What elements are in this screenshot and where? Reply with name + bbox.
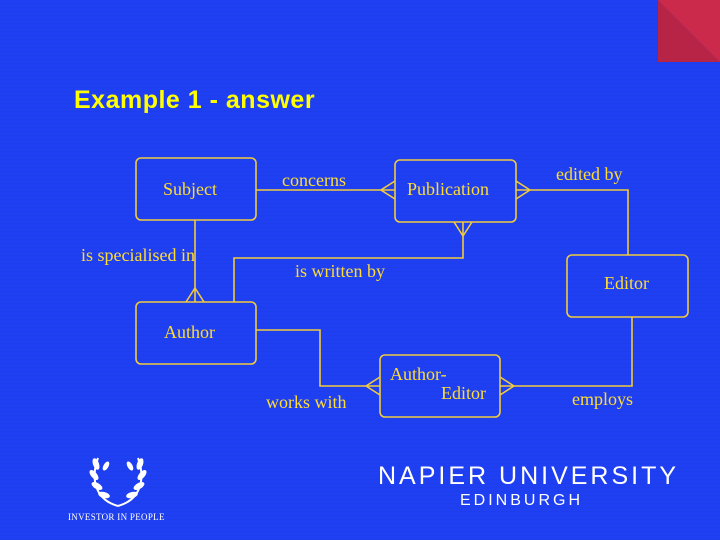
entity-label-author: Author (164, 322, 215, 342)
relationship-label-is-written-by: is written by (295, 261, 385, 281)
relationship-label-works-with: works with (266, 392, 347, 412)
university-city: EDINBURGH (460, 492, 584, 509)
entity-publication (394, 159, 517, 223)
relationship-label-is-specialised-in: is specialised in (81, 245, 195, 265)
relationship-label-concerns: concerns (282, 170, 346, 190)
relationship-line-works-with (256, 329, 381, 396)
entity-label-author-editor-line1: Author- (390, 364, 447, 384)
relationship-label-edited-by: edited by (556, 164, 622, 184)
relationship-line-is-specialised-in (185, 220, 205, 303)
relationship-line-is-written-by (233, 221, 473, 302)
relationship-line-edited-by (515, 180, 629, 255)
slide-title: Example 1 - answer (74, 86, 316, 114)
relationship-line-employs (499, 317, 633, 396)
corner-accent (658, 0, 720, 62)
university-name: NAPIER UNIVERSITY (378, 462, 680, 490)
entity-label-publication: Publication (407, 179, 489, 199)
entity-subject (135, 157, 257, 221)
investor-in-people-text: INVESTOR IN PEOPLE (68, 512, 165, 522)
entity-label-author-editor-line2: Editor (441, 383, 486, 403)
relationship-label-employs: employs (572, 389, 633, 409)
investor-in-people-logo (89, 457, 147, 507)
entity-label-subject: Subject (163, 179, 217, 199)
relationship-line-concerns (256, 180, 396, 200)
entity-author (135, 301, 257, 365)
entity-label-editor: Editor (604, 273, 649, 293)
